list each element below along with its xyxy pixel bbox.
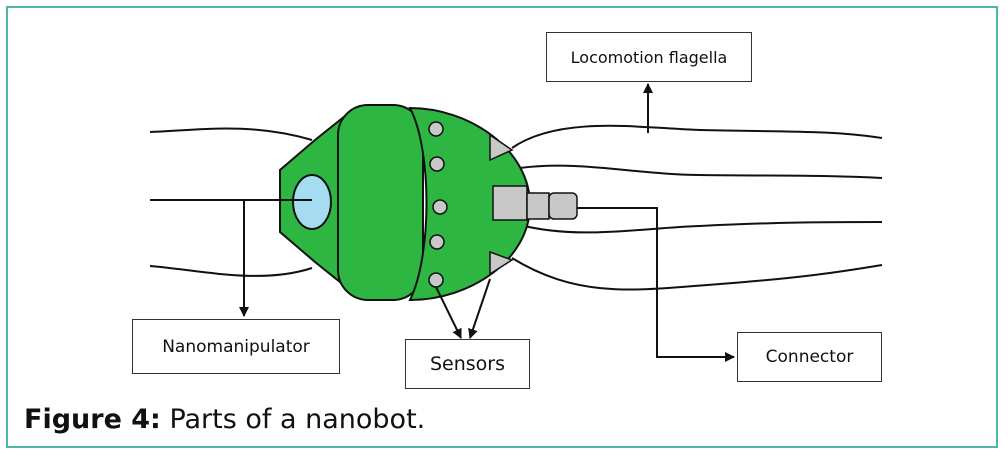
nanomanipulator-label: Nanomanipulator	[132, 319, 340, 374]
rear-parts	[489, 133, 578, 276]
sensors-leader-2	[468, 278, 491, 339]
sensor-dot-2	[429, 156, 445, 172]
middle-segment	[337, 104, 424, 301]
sensor-dots	[428, 121, 448, 288]
flagellum-3	[519, 221, 883, 234]
figure-caption-text: Parts of a nanobot.	[160, 404, 426, 435]
flagellum-1	[511, 124, 883, 149]
sensors-label: Sensors	[405, 339, 530, 389]
appendage-bottom	[149, 265, 313, 277]
eye-lens	[292, 174, 332, 230]
sensor-dot-1	[428, 121, 444, 137]
flagellum-2	[519, 164, 883, 179]
leader-lines	[239, 83, 735, 362]
sensor-dot-3	[432, 199, 448, 215]
sensors-leader-1	[435, 286, 462, 339]
rear-part-bottom	[489, 250, 514, 276]
figure-caption-number: Figure 4:	[24, 404, 161, 435]
flagellum-4	[511, 257, 883, 291]
locomotion-flagella-label: Locomotion flagella	[546, 32, 752, 82]
connector-base	[492, 185, 528, 221]
flagella	[511, 124, 883, 291]
rear-part-top	[489, 133, 514, 162]
connector-plug-2	[548, 192, 578, 220]
sensor-dot-4	[429, 234, 445, 250]
connector-plug-1	[526, 192, 550, 220]
connector-leader	[577, 207, 735, 362]
sensor-dot-5	[428, 272, 444, 288]
connector-label: Connector	[737, 332, 882, 382]
nanobot-body	[279, 104, 532, 302]
appendage-top	[149, 127, 313, 141]
figure-caption: Figure 4: Parts of a nanobot.	[24, 404, 425, 435]
